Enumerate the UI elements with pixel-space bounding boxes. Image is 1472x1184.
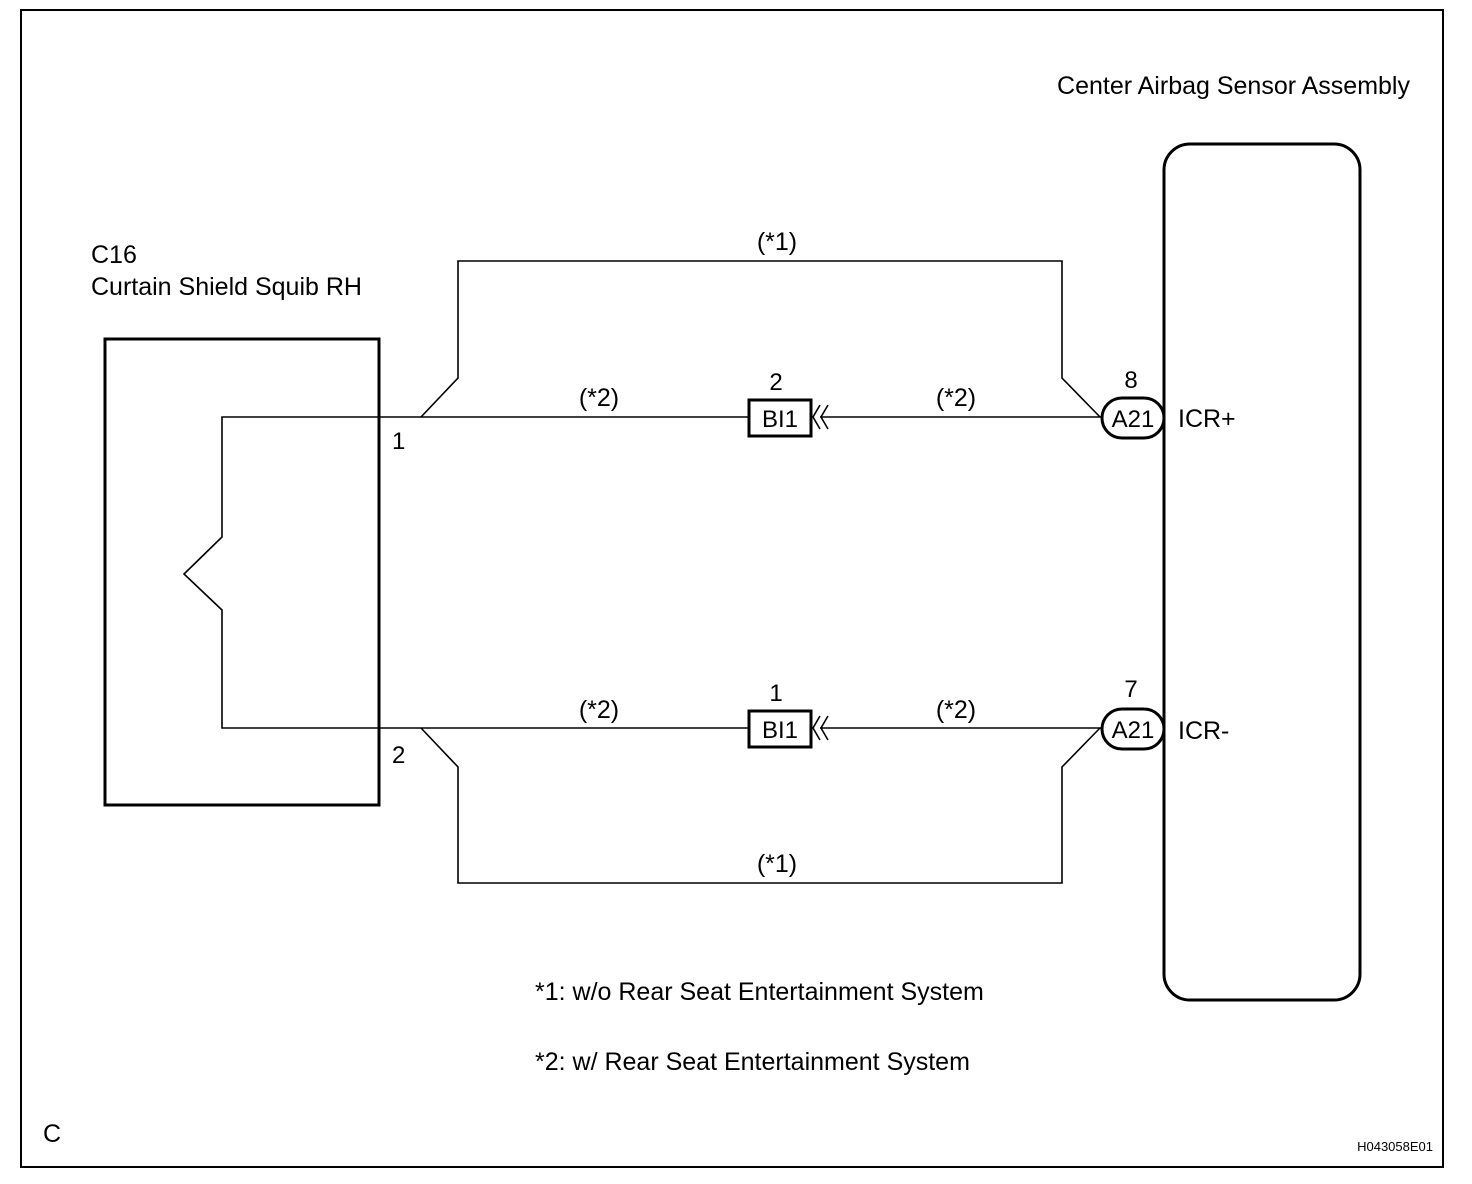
tag-bottom-variant1: (*1) [757, 850, 797, 878]
bi1-pin-bottom: 1 [769, 680, 782, 707]
wire-top-direct [420, 260, 1101, 418]
bi1-label-top: BI1 [762, 406, 798, 433]
a21-oval-bottom [1100, 707, 1166, 751]
signal-icr-minus: ICR- [1178, 717, 1229, 745]
a21-label-top: A21 [1112, 406, 1155, 433]
sensor-title: Center Airbag Sensor Assembly [1057, 72, 1410, 100]
signal-icr-plus: ICR+ [1178, 405, 1236, 433]
a21-pin-top: 8 [1124, 367, 1137, 394]
junction-connector-bottom: BI1 1 [747, 680, 829, 749]
circuit-icr-plus [379, 260, 1102, 418]
tag-top-variant1: (*1) [757, 228, 797, 256]
a21-label-bottom: A21 [1112, 717, 1155, 744]
sensor-connector-bottom: A21 7 ICR- [1100, 676, 1229, 751]
bi1-label-bottom: BI1 [762, 717, 798, 744]
squib-pin-bottom: 2 [392, 742, 405, 769]
corner-letter: C [43, 1120, 61, 1148]
circuit-icr-minus [379, 727, 1102, 884]
sensor-box [1162, 142, 1362, 1002]
squib-pin-top: 1 [392, 428, 405, 455]
a21-pin-bottom: 7 [1124, 676, 1137, 703]
squib-box [103, 337, 381, 807]
bi1-arrow-top [812, 404, 829, 430]
wire-bottom-direct [420, 727, 1101, 884]
bi1-arrow-bottom [812, 715, 829, 741]
squib-code: C16 [91, 241, 137, 269]
tag-bottom-right-variant2: (*2) [936, 696, 976, 724]
diagram-id: H043058E01 [1357, 1139, 1433, 1154]
note-variant1: *1: w/o Rear Seat Entertainment System [535, 978, 984, 1006]
tag-bottom-left-variant2: (*2) [579, 696, 619, 724]
bi1-box-bottom [747, 709, 813, 749]
squib-name: Curtain Shield Squib RH [91, 273, 362, 301]
bi1-pin-top: 2 [769, 369, 782, 396]
squib-element [182, 416, 379, 729]
sensor-connector-top: A21 8 ICR+ [1100, 367, 1236, 440]
junction-connector-top: BI1 2 [747, 369, 829, 438]
bi1-box-top [747, 398, 813, 438]
diagram-frame [20, 9, 1444, 1168]
note-variant2: *2: w/ Rear Seat Entertainment System [535, 1048, 970, 1076]
tag-top-left-variant2: (*2) [579, 384, 619, 412]
tag-top-right-variant2: (*2) [936, 384, 976, 412]
a21-oval-top [1100, 396, 1166, 440]
